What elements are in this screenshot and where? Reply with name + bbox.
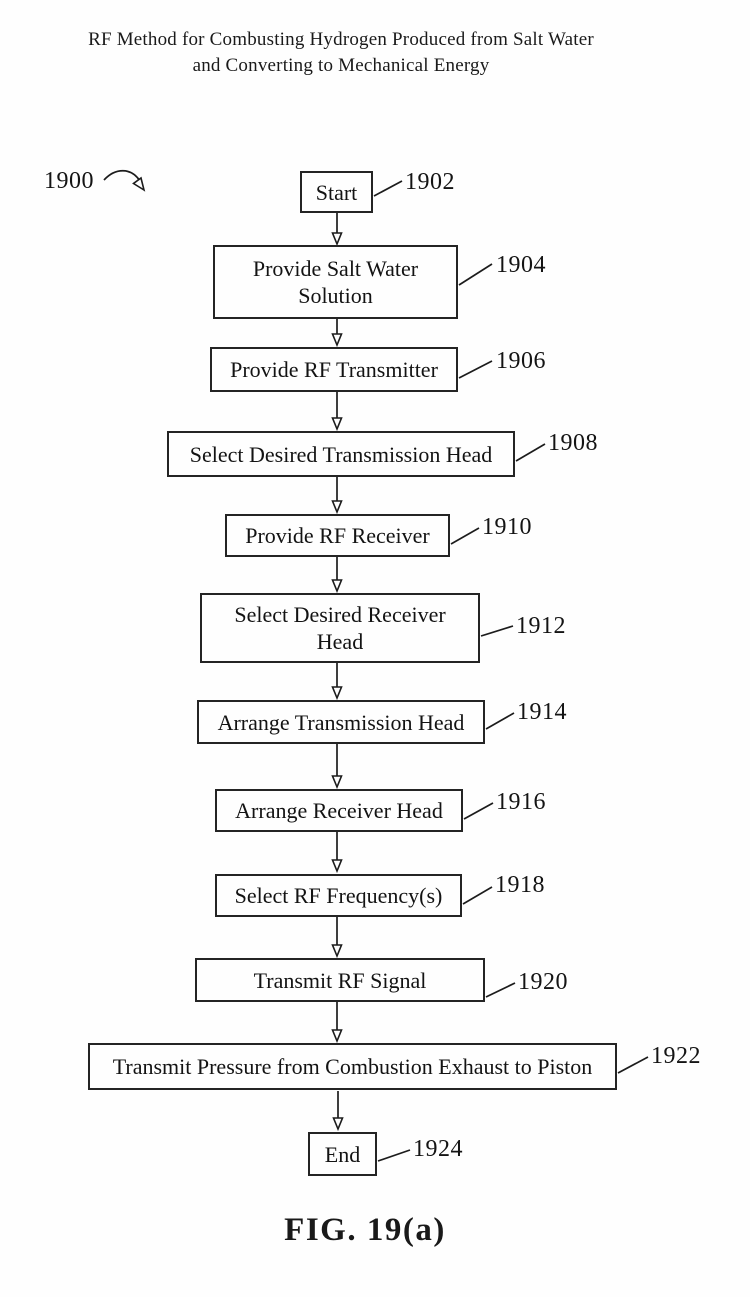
arrowhead [331,775,343,790]
ref-label-1924: 1924 [413,1136,463,1162]
flow-step-provide-rf-transmitter: Provide RF Transmitter [210,347,458,392]
ref-label-1916: 1916 [496,789,546,815]
flow-step-select-receiver-head: Select Desired Receiver Head [200,593,480,663]
arrowhead [332,1117,344,1132]
flow-step-label: Provide RF Transmitter [230,357,438,382]
flow-step-end: End [308,1132,377,1176]
flow-step-label: Start [315,179,358,205]
leader-1908 [515,443,546,462]
arrowhead-diagram-ref [132,176,146,192]
ref-label-1920: 1920 [518,969,568,995]
flow-step-label: Select Desired Receiver Head [234,602,446,654]
flow-step-arrange-transmission-head: Arrange Transmission Head [197,700,485,744]
flow-step-provide-salt-water: Provide Salt Water Solution [213,245,458,319]
leader-1902 [373,180,403,197]
ref-label-1918: 1918 [495,872,545,898]
flow-step-start: Start [300,171,373,213]
figure-title-line2: and Converting to Mechanical Energy [192,55,490,76]
diagram-ref-pointer [103,169,141,182]
leader-1920 [485,982,516,998]
leader-1922 [617,1056,649,1074]
ref-label-1912: 1912 [516,613,566,639]
ref-label-1906: 1906 [496,348,546,374]
leader-1918 [462,886,493,905]
ref-label-1904: 1904 [496,252,546,278]
flow-step-label: Select Desired Transmission Head [189,441,493,467]
arrowhead [331,417,343,432]
flow-step-transmit-rf-signal: Transmit RF Signal [195,958,485,1002]
ref-label-1908: 1908 [548,430,598,456]
flow-step-label: Provide RF Receiver [245,523,430,548]
ref-label-1914: 1914 [517,699,567,725]
ref-label-1902: 1902 [405,169,455,195]
arrowhead [331,686,343,701]
leader-1916 [463,802,494,820]
flow-step-label: End [324,1141,361,1167]
ref-label-1922: 1922 [651,1043,701,1069]
flow-step-label: Select RF Frequency(s) [234,883,443,908]
figure-title: RF Method for Combusting Hydrogen Produc… [21,27,661,79]
leader-1914 [485,712,515,730]
flow-step-select-transmission-head: Select Desired Transmission Head [167,431,515,477]
arrowhead [331,944,343,959]
flow-step-label: Arrange Receiver Head [235,798,443,823]
flow-step-arrange-receiver-head: Arrange Receiver Head [215,789,463,832]
flow-step-label: Arrange Transmission Head [217,709,465,735]
arrowhead [331,333,343,348]
arrowhead [331,1029,343,1044]
leader-1906 [458,360,493,379]
leader-1912 [480,625,514,637]
figure-caption: FIG. 19(a) [284,1212,446,1248]
flow-step-provide-rf-receiver: Provide RF Receiver [225,514,450,557]
flow-step-select-rf-frequency: Select RF Frequency(s) [215,874,462,917]
figure-title-line1: RF Method for Combusting Hydrogen Produc… [88,29,594,50]
arrowhead [331,500,343,515]
flow-step-label: Transmit RF Signal [253,967,427,993]
flow-step-label: Transmit Pressure from Combustion Exhaus… [112,1054,593,1079]
arrowhead [331,859,343,874]
arrowhead [331,579,343,594]
leader-1910 [450,527,480,545]
diagram-ref-1900: 1900 [44,168,94,194]
leader-1924 [377,1149,411,1162]
flow-step-label: Provide Salt Water Solution [252,256,419,308]
flow-step-transmit-pressure-to-piston: Transmit Pressure from Combustion Exhaus… [88,1043,617,1090]
arrowhead [331,232,343,247]
leader-1904 [458,263,493,286]
ref-label-1910: 1910 [482,514,532,540]
